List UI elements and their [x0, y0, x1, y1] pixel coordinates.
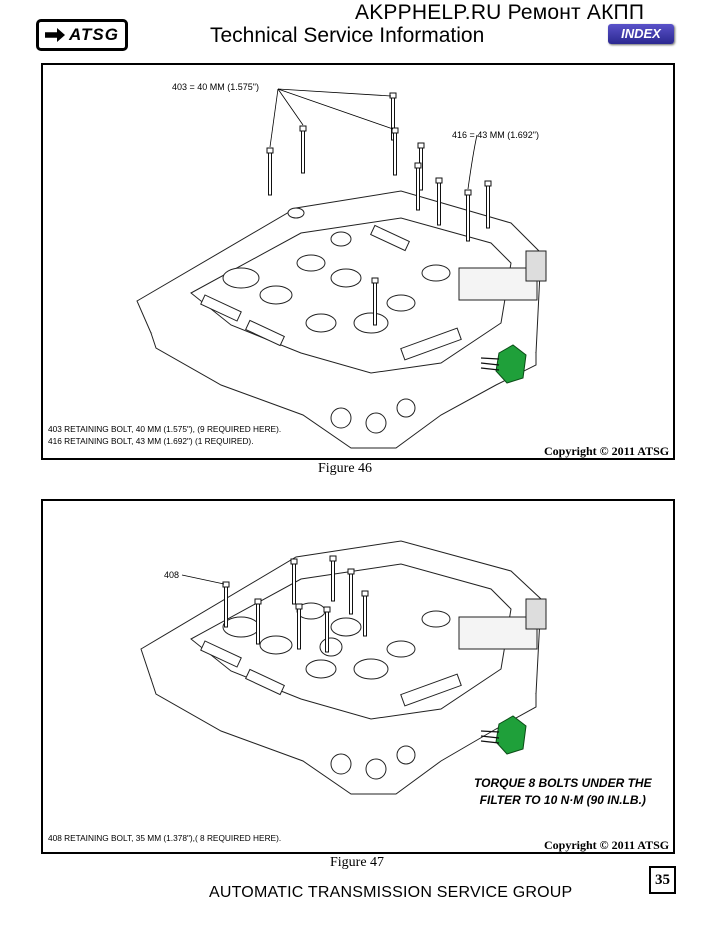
page-number: 35 [649, 866, 676, 894]
callout-403: 403 = 40 MM (1.575") [172, 82, 259, 92]
arrow-icon [45, 28, 66, 42]
figure-46-caption: Figure 46 [318, 461, 373, 476]
figure-46-copyright: Copyright © 2011 ATSG [544, 444, 670, 458]
figure-46-illustration [136, 88, 547, 449]
figure-47-illustration [140, 540, 547, 795]
atsg-logo: ATSG [36, 19, 128, 51]
footer-organization: AUTOMATIC TRANSMISSION SERVICE GROUP [209, 884, 573, 901]
site-title: AKPPHELP.RU Ремонт АКПП [355, 1, 645, 24]
figure-47-copyright: Copyright © 2011 ATSG [544, 838, 670, 852]
figure-47-caption: Figure 47 [330, 855, 385, 870]
torque-note: TORQUE 8 BOLTS UNDER THE FILTER TO 10 N·… [474, 775, 652, 809]
torque-note-line-1: TORQUE 8 BOLTS UNDER THE [474, 776, 652, 790]
figure-46-legend-416: 416 RETAINING BOLT, 43 MM (1.692") (1 RE… [48, 436, 254, 446]
figure-47-legend-408: 408 RETAINING BOLT, 35 MM (1.378"),( 8 R… [48, 833, 282, 843]
index-button[interactable]: INDEX [608, 24, 674, 44]
callout-408: 408 [164, 570, 180, 580]
callout-416: 416 = 43 MM (1.692") [452, 130, 539, 140]
figure-46-legend-403: 403 RETAINING BOLT, 40 MM (1.575"), (9 R… [48, 424, 282, 434]
document-title: Technical Service Information [210, 24, 485, 47]
logo-text: ATSG [69, 25, 119, 44]
torque-note-line-2: FILTER TO 10 N·M (90 IN.LB.) [479, 793, 646, 807]
